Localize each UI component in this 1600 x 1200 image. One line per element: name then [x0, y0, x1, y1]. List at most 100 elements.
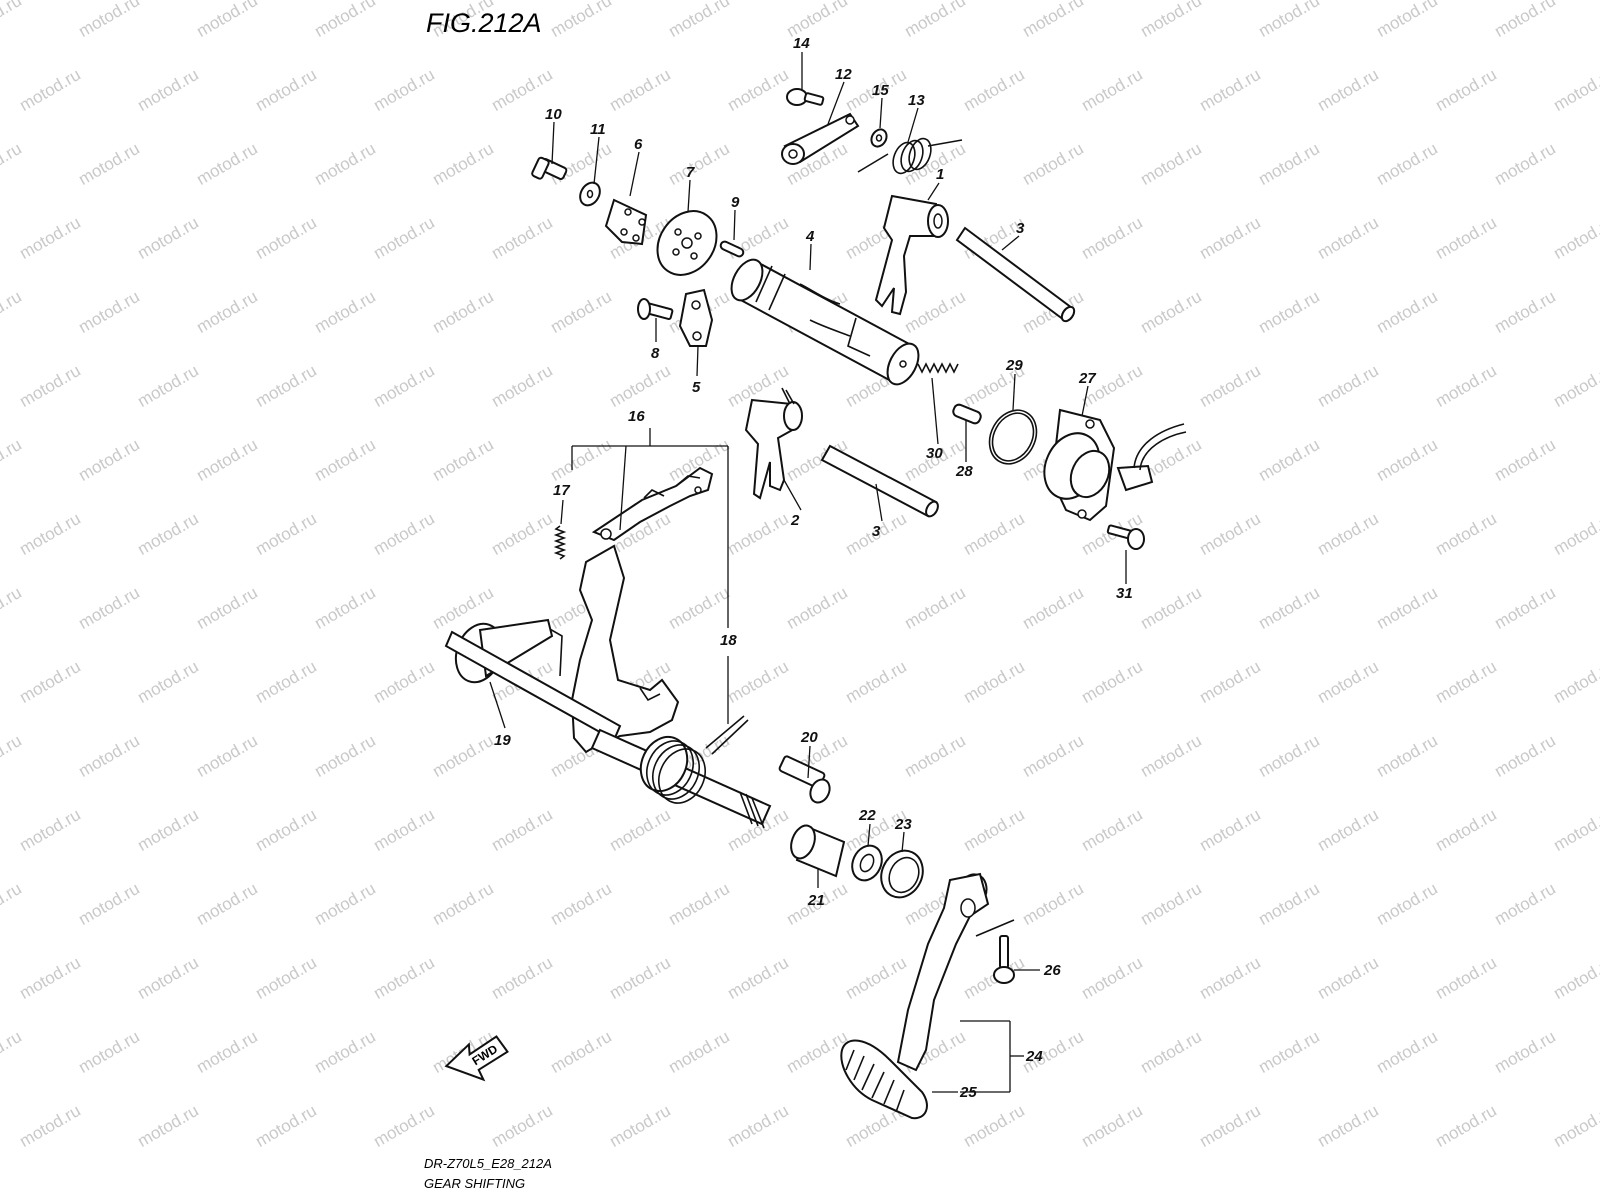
watermark-text: motod.ru [0, 879, 25, 929]
watermark-text: motod.ru [488, 805, 556, 855]
watermark-text: motod.ru [1314, 805, 1382, 855]
watermark-text: motod.ru [429, 879, 497, 929]
watermark-text: motod.ru [1432, 953, 1500, 1003]
callout-20: 20 [800, 729, 818, 746]
watermark-text: motod.ru [488, 953, 556, 1003]
callout-21: 21 [807, 892, 825, 909]
figure-caption: GEAR SHIFTING [424, 1176, 525, 1191]
watermark-text: motod.ru [429, 287, 497, 337]
watermark-text: motod.ru [311, 583, 379, 633]
part-29-o-ring[interactable] [980, 402, 1045, 472]
watermark-text: motod.ru [665, 1027, 733, 1077]
part-30-spring[interactable] [917, 362, 959, 374]
watermark-text: motod.ru [193, 879, 261, 929]
watermark-text: motod.ru [370, 805, 438, 855]
part-23-oil-seal[interactable] [874, 844, 931, 904]
watermark-text: motod.ru [1373, 287, 1441, 337]
part-10-bolt[interactable] [531, 156, 568, 180]
watermark-text: motod.ru [901, 583, 969, 633]
watermark-text: motod.ru [724, 657, 792, 707]
watermark-text: motod.ru [134, 65, 202, 115]
part-7-cam-plate[interactable] [645, 200, 728, 287]
part-28-neutral-pin[interactable] [952, 403, 982, 425]
part-6-stopper-plate[interactable] [604, 198, 648, 246]
part-21-collar[interactable] [787, 822, 846, 878]
part-12-shift-arm[interactable] [781, 112, 860, 165]
part-2-shift-fork[interactable] [744, 387, 803, 500]
watermark-text: motod.ru [1314, 65, 1382, 115]
watermark-text: motod.ru [1432, 361, 1500, 411]
callout-2: 2 [790, 512, 800, 529]
watermark-layer: motod.ru motod.ru motod.ru motod.ru motod.ru… [0, 0, 1600, 1151]
watermark-text: motod.ru [1019, 879, 1087, 929]
callout-10: 10 [545, 106, 562, 123]
watermark-text: motod.ru [1196, 361, 1264, 411]
part-26-bolt[interactable] [993, 935, 1015, 984]
watermark-text: motod.ru [488, 361, 556, 411]
callout-1: 1 [936, 166, 944, 183]
watermark-text: motod.ru [1019, 139, 1087, 189]
figure-code: DR-Z70L5_E28_212A [424, 1156, 552, 1171]
part-8-screw[interactable] [637, 298, 674, 321]
watermark-text: motod.ru [0, 731, 25, 781]
watermark-text: motod.ru [1137, 287, 1205, 337]
watermark-text: motod.ru [1550, 805, 1600, 855]
callout-3-upper: 3 [1016, 220, 1025, 237]
callout-30: 30 [926, 445, 943, 462]
part-14-bolt[interactable] [786, 88, 825, 106]
watermark-text: motod.ru [1373, 879, 1441, 929]
watermark-text: motod.ru [1196, 953, 1264, 1003]
part-3-fork-shaft-lower[interactable] [820, 444, 940, 518]
part-17-spring[interactable] [553, 525, 567, 560]
callout-27: 27 [1078, 370, 1096, 387]
watermark-text: motod.ru [370, 657, 438, 707]
part-27-neutral-switch[interactable] [1034, 408, 1187, 522]
part-5-stopper[interactable] [678, 288, 714, 347]
watermark-text: motod.ru [429, 435, 497, 485]
watermark-text: motod.ru [134, 805, 202, 855]
watermark-text: motod.ru [488, 509, 556, 559]
watermark-text: motod.ru [960, 509, 1028, 559]
callout-23: 23 [894, 816, 912, 833]
watermark-text: motod.ru [960, 1101, 1028, 1151]
watermark-text: motod.ru [1432, 805, 1500, 855]
watermark-text: motod.ru [1255, 139, 1323, 189]
watermark-text: motod.ru [1314, 953, 1382, 1003]
watermark-text: motod.ru [193, 731, 261, 781]
callout-31: 31 [1116, 585, 1133, 602]
part-11-washer[interactable] [576, 179, 604, 209]
watermark-text: motod.ru [665, 583, 733, 633]
part-31-bolt[interactable] [1106, 524, 1145, 550]
watermark-text: motod.ru [193, 139, 261, 189]
part-18-gearshift-shaft-assembly[interactable] [444, 466, 772, 829]
watermark-text: motod.ru [665, 0, 733, 41]
part-1-shift-fork[interactable] [874, 194, 949, 316]
watermark-text: motod.ru [1314, 657, 1382, 707]
watermark-text: motod.ru [1491, 435, 1559, 485]
part-4-shift-cam-drum[interactable] [725, 254, 925, 389]
watermark-text: motod.ru [193, 435, 261, 485]
callout-13: 13 [908, 92, 925, 109]
part-20-bolt[interactable] [778, 755, 834, 805]
watermark-text: motod.ru [252, 805, 320, 855]
part-13-return-spring[interactable] [857, 136, 963, 177]
part-3-fork-shaft-upper[interactable] [955, 226, 1077, 323]
watermark-text: motod.ru [1255, 287, 1323, 337]
watermark-text: motod.ru [193, 0, 261, 41]
callout-11: 11 [590, 121, 606, 138]
watermark-text: motod.ru [252, 953, 320, 1003]
watermark-text: motod.ru [1491, 879, 1559, 929]
part-25-pedal-rubber[interactable] [840, 1039, 928, 1120]
watermark-text: motod.ru [16, 509, 84, 559]
callout-labels: 14 12 15 13 10 11 6 7 9 1 3 4 8 5 29 27 … [494, 35, 1133, 1101]
figure-title: FIG.212A [426, 8, 542, 38]
watermark-text: motod.ru [134, 1101, 202, 1151]
watermark-text: motod.ru [0, 583, 25, 633]
part-22-washer[interactable] [847, 841, 888, 885]
part-9-pin[interactable] [719, 240, 745, 258]
watermark-text: motod.ru [1314, 361, 1382, 411]
part-24-gearshift-lever[interactable] [896, 870, 1015, 1072]
watermark-text: motod.ru [252, 657, 320, 707]
part-15-washer[interactable] [868, 127, 889, 150]
